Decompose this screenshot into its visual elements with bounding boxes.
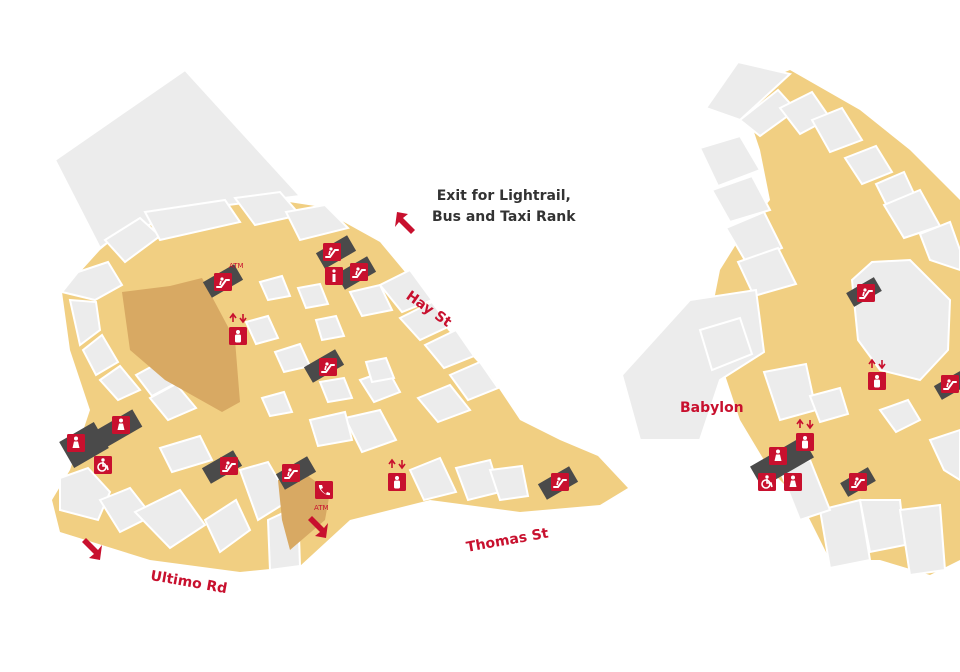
escalator-icon [848,472,868,492]
lift-icon [388,473,406,491]
atm-label-top: ATM [229,262,244,270]
escalator-icon [281,463,301,483]
toilet-icon [67,434,85,452]
atm-label-bottom: ATM [314,504,329,512]
lift-icon [796,433,814,451]
accessible-toilet-icon [93,455,113,475]
escalator-icon [349,262,369,282]
left-map [52,68,628,572]
phone-icon [315,481,333,499]
right-shops [620,60,960,577]
exit-note-line-1: Exit for Lightrail, [436,188,571,204]
entrance-arrow-icon [395,212,415,234]
escalator-icon [213,272,233,292]
right-map [620,60,960,577]
escalator-icon [550,472,570,492]
toilet-icon [769,447,787,465]
exit-note-line-2: Bus and Taxi Rank [432,209,576,225]
escalator-icon [322,242,342,262]
information-icon [325,267,343,285]
exit-note: Exit for Lightrail, Bus and Taxi Rank [432,186,576,228]
escalator-icon [219,456,239,476]
escalator-icon [940,374,960,394]
toilet-icon [112,416,130,434]
accessible-toilet-icon [757,472,777,492]
escalator-icon [318,357,338,377]
left-garden-area [122,278,240,412]
store-label-babylon: Babylon [680,400,744,416]
escalator-icon [856,283,876,303]
toilet-icon [784,473,802,491]
lift-icon [868,372,886,390]
left-shops [53,68,530,572]
lift-icon [229,327,247,345]
